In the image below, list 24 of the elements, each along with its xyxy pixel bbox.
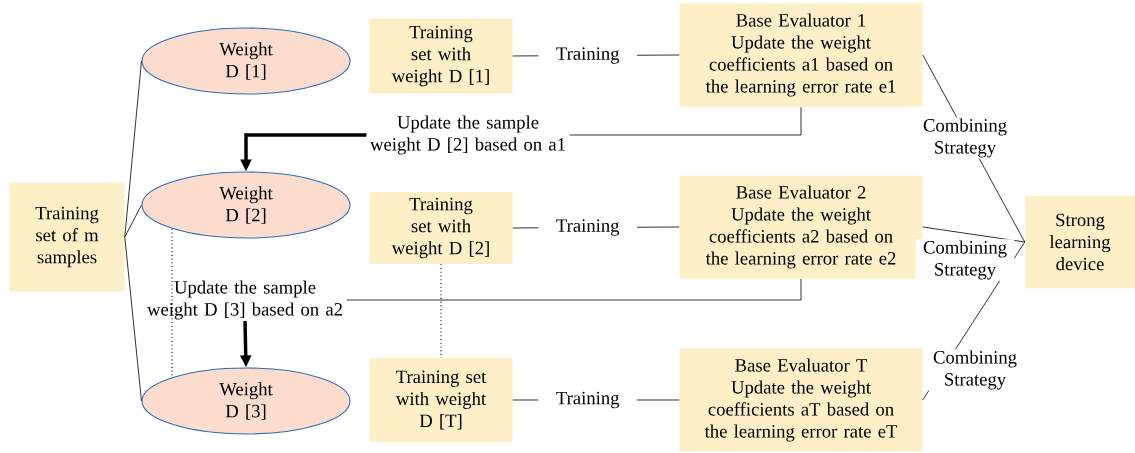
connector-line (569, 106, 802, 136)
connector-line (922, 226, 1026, 243)
process-box: Strong learning device (1025, 195, 1135, 289)
process-box: Base Evaluator T Update the weight coefficients aT based on the learning error rate eT (679, 348, 923, 452)
dotted-line (440, 263, 442, 359)
connector-line (124, 204, 142, 238)
edge-label: Combining Strategy (915, 117, 1015, 159)
edge-label: Combining Strategy (925, 349, 1025, 391)
process-box: Training set with weight D [1] (369, 18, 513, 94)
connector-line (124, 60, 142, 238)
edge-label: Training (538, 46, 637, 66)
edge-label: Training (538, 218, 637, 238)
process-box: Training set with weight D [T] (369, 358, 513, 442)
process-box: Base Evaluator 2 Update the weight coefficients a2 based on the learning error rate e2 (679, 175, 923, 279)
connector-line (124, 236, 142, 402)
connector-line (346, 278, 802, 301)
annotation-text: Update the sample weight D [3] based on a2 (147, 280, 342, 320)
annotation-text: Update the sample weight D [2] based on a1 (370, 115, 565, 155)
process-box: Base Evaluator 1 Update the weight coefficients a1 based on the learning error rate e1 (679, 3, 923, 107)
edge-label: Training (538, 390, 637, 410)
process-box: Training set with weight D [2] (369, 192, 513, 264)
edge-label: Combining Strategy (915, 239, 1015, 281)
dotted-line (171, 228, 173, 378)
process-box: Training set of m samples (9, 182, 125, 292)
